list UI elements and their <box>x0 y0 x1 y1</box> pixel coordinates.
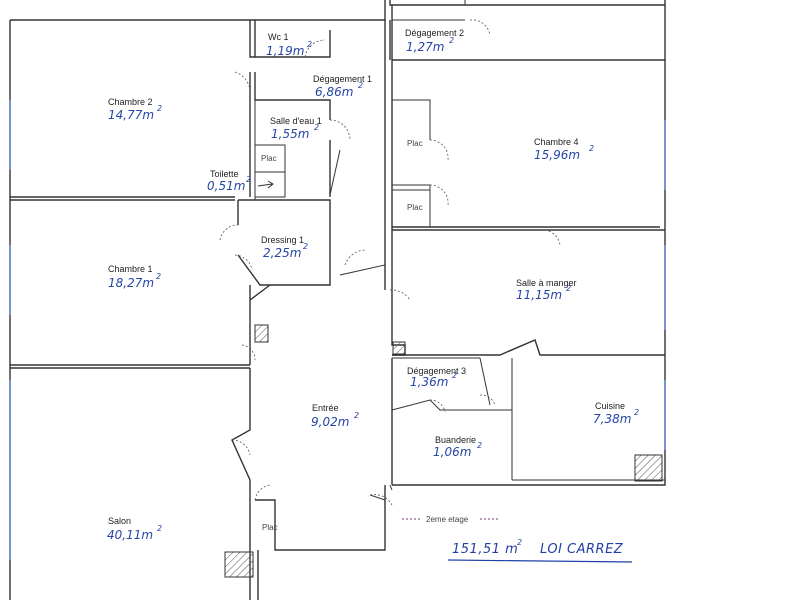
room-buanderie: Buanderie 1,06m 2 <box>433 435 482 459</box>
room-area: 9,02m <box>311 415 349 429</box>
svg-text:Dégagement 1: Dégagement 1 <box>313 74 372 84</box>
room-area: 2,25m <box>263 246 301 260</box>
svg-text:Dressing 1: Dressing 1 <box>261 235 304 245</box>
room-chambre1: Chambre 1 18,27m 2 <box>108 264 161 290</box>
svg-text:2: 2 <box>566 284 571 293</box>
room-area: 6,86m <box>315 85 353 99</box>
room-area: 18,27m <box>108 276 154 290</box>
room-area: 1,27m <box>406 40 444 54</box>
svg-text:Entrée: Entrée <box>312 403 339 413</box>
room-area: 11,15m <box>516 288 562 302</box>
arrow-icon <box>257 180 274 189</box>
placard-label: Plac <box>261 154 277 163</box>
duct-shaft <box>634 454 663 482</box>
svg-text:Wc 1: Wc 1 <box>268 32 289 42</box>
svg-text:2: 2 <box>303 242 308 251</box>
svg-text:Dégagement 3: Dégagement 3 <box>407 366 466 376</box>
room-area: 40,11m <box>107 528 153 542</box>
svg-text:Chambre 4: Chambre 4 <box>534 137 579 147</box>
duct-shaft <box>392 341 406 355</box>
svg-text:Dégagement 2: Dégagement 2 <box>405 28 464 38</box>
room-cuisine: Cuisine 7,38m 2 <box>593 401 639 426</box>
room-salle-eau1: Salle d'eau 1 1,55m 2 <box>270 116 322 141</box>
room-degagement1: Dégagement 1 6,86m 2 <box>313 74 372 99</box>
room-area: 1,19m <box>266 44 304 58</box>
svg-text:2: 2 <box>157 104 162 113</box>
svg-text:2: 2 <box>314 123 319 132</box>
svg-text:2: 2 <box>452 371 457 380</box>
legend-label: 2eme etage <box>426 515 469 524</box>
total-value: 151,51 m <box>452 542 518 557</box>
room-area: 1,55m <box>271 127 309 141</box>
svg-text:2: 2 <box>157 524 162 533</box>
room-area: 15,96m <box>534 148 580 162</box>
svg-text:Cuisine: Cuisine <box>595 401 625 411</box>
total-suffix: LOI CARREZ <box>540 542 624 557</box>
room-salle-a-manger: Salle à manger 11,15m 2 <box>516 278 577 302</box>
svg-text:2: 2 <box>634 408 639 417</box>
door-swings <box>219 19 561 506</box>
room-degagement3: Dégagement 3 1,36m 2 <box>407 366 466 389</box>
interior-walls <box>10 0 665 600</box>
room-entree: Entrée 9,02m 2 <box>311 403 359 429</box>
svg-text:Chambre 2: Chambre 2 <box>108 97 153 107</box>
room-area: 7,38m <box>593 412 631 426</box>
duct-shaft <box>224 551 254 578</box>
svg-text:Chambre 1: Chambre 1 <box>108 264 153 274</box>
room-degagement2: Dégagement 2 1,27m 2 <box>405 28 464 54</box>
room-dressing1: Dressing 1 2,25m 2 <box>261 235 308 260</box>
svg-text:Salle d'eau 1: Salle d'eau 1 <box>270 116 322 126</box>
room-area: 14,77m <box>108 108 154 122</box>
svg-text:Salon: Salon <box>108 516 131 526</box>
placard-label: Plac <box>262 523 278 532</box>
room-toilette: Toilette 0,51m 2 <box>207 169 251 193</box>
svg-text:2: 2 <box>449 36 454 45</box>
svg-text:Toilette: Toilette <box>210 169 239 179</box>
svg-text:2: 2 <box>477 441 482 450</box>
svg-text:2: 2 <box>354 411 359 420</box>
room-chambre2: Chambre 2 14,77m 2 <box>108 97 162 122</box>
outer-walls <box>9 0 666 600</box>
svg-text:Buanderie: Buanderie <box>435 435 476 445</box>
room-area: 1,06m <box>433 445 471 459</box>
svg-text:Salle à manger: Salle à manger <box>516 278 577 288</box>
placard-label: Plac <box>407 139 423 148</box>
svg-text:2: 2 <box>246 175 251 184</box>
room-area: 1,36m <box>410 375 448 389</box>
room-wc1: Wc 1 1,19m 2 <box>266 32 312 58</box>
svg-text:2: 2 <box>156 272 161 281</box>
svg-text:2: 2 <box>589 144 594 153</box>
total-area: 151,51 m 2 LOI CARREZ <box>447 538 633 563</box>
svg-text:2: 2 <box>358 81 363 90</box>
svg-text:2: 2 <box>307 40 312 49</box>
svg-text:2: 2 <box>517 538 522 547</box>
room-area: 0,51m <box>207 179 245 193</box>
placard-label: Plac <box>407 203 423 212</box>
room-salon: Salon 40,11m 2 <box>107 516 162 542</box>
room-chambre4: Chambre 4 15,96m 2 <box>534 137 594 162</box>
duct-shaft <box>254 324 269 343</box>
